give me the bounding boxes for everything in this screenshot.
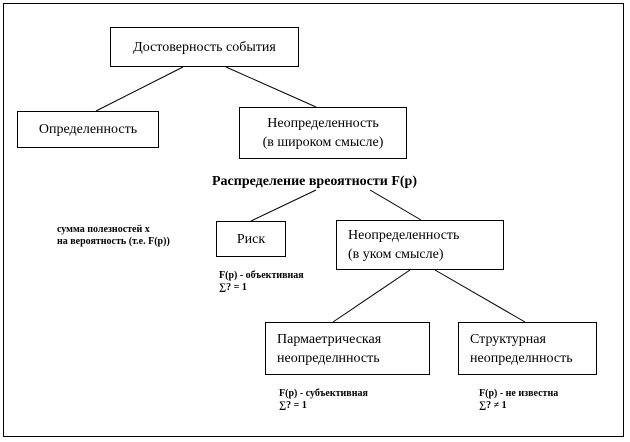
node-broad-uncertainty-line1: Неопределенность: [267, 116, 379, 131]
note-utility-sum: сумма полезностей х на вероятность (т.е.…: [57, 224, 170, 248]
node-structural-uncertainty-line2: неопределнность: [470, 350, 573, 366]
note-structural-line2: ∑? ≠ 1: [479, 400, 507, 411]
note-utility-sum-line1: сумма полезностей х: [57, 224, 150, 235]
node-narrow-uncertainty-line2: (в уком смысле): [348, 247, 444, 262]
node-event-certainty-label: Достоверность события: [133, 39, 276, 55]
node-broad-uncertainty: Неопределенность (в широком смысле): [239, 107, 407, 159]
edge-root-certainty: [95, 66, 184, 112]
probability-distribution-label: Распределение вреоятности F(p): [212, 174, 417, 189]
node-narrow-uncertainty-line1: Неопределенность: [348, 228, 460, 243]
node-risk-label: Риск: [236, 231, 266, 247]
node-parametric-uncertainty-line2: неопределнность: [277, 350, 380, 366]
node-certainty: Определенность: [17, 111, 159, 148]
note-risk: F(p) - объективная ∑? = 1: [219, 270, 304, 294]
edge-broad-risk: [250, 189, 317, 222]
note-risk-line2: ∑? = 1: [219, 282, 247, 293]
edge-root-broad-uncertainty: [225, 66, 317, 108]
edge-narrow-parametric: [332, 269, 411, 323]
edge-broad-narrow: [369, 189, 422, 221]
note-structural: F(p) - не известна ∑? ≠ 1: [479, 388, 558, 412]
note-utility-sum-line2: на вероятность (т.е. F(p)): [57, 236, 170, 247]
node-broad-uncertainty-line2: (в широком смысле): [262, 135, 384, 150]
note-parametric-line1: F(p) - субъективная: [279, 388, 368, 399]
note-risk-line1: F(p) - объективная: [219, 270, 304, 281]
note-structural-line1: F(p) - не известна: [479, 388, 559, 399]
note-parametric-line2: ∑? = 1: [279, 400, 307, 411]
node-structural-uncertainty: Структурная неопределнность: [458, 322, 597, 375]
node-parametric-uncertainty-line1: Пармаетрическая: [277, 331, 382, 347]
edge-narrow-structural: [434, 269, 526, 323]
node-risk: Риск: [216, 221, 286, 257]
node-parametric-uncertainty: Пармаетрическая неопределнность: [265, 322, 430, 375]
diagram-frame: [3, 3, 624, 437]
node-certainty-label: Определенность: [38, 122, 138, 137]
note-parametric: F(p) - субъективная ∑? = 1: [279, 388, 368, 412]
node-narrow-uncertainty: Неопределенность (в уком смысле): [336, 220, 504, 270]
node-event-certainty: Достоверность события: [110, 27, 299, 67]
node-structural-uncertainty-line1: Структурная: [470, 331, 546, 347]
